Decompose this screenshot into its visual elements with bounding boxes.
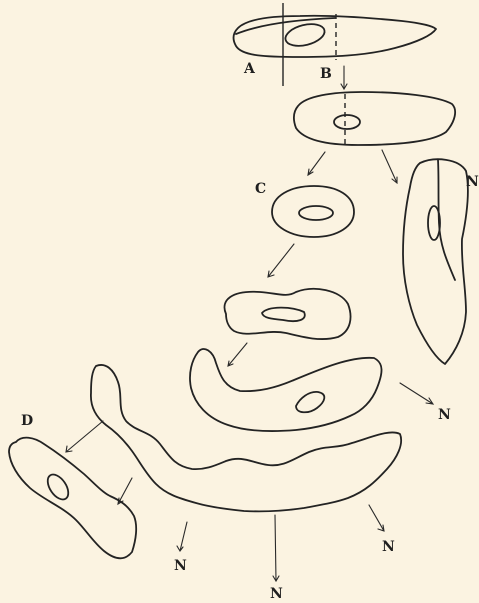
stage-c-fragment <box>272 186 354 237</box>
wavy-stage <box>91 365 401 511</box>
curved-stage-pharynx <box>296 392 324 412</box>
arrow-bottom-mid <box>273 515 279 581</box>
original-body-outline <box>234 16 436 57</box>
arrow-fragment-to-n <box>382 150 397 183</box>
arrow-bottom-left <box>177 522 187 551</box>
middle-fragment <box>294 92 455 147</box>
arrow-bottom-right <box>369 505 384 531</box>
label-n-top: N <box>466 174 479 190</box>
label-n-left-bottom: N <box>174 558 187 574</box>
label-n-right-bottom: N <box>382 539 395 555</box>
middle-fragment-pharynx <box>334 115 360 129</box>
wavy-stage-outline <box>91 365 401 511</box>
curved-stage <box>190 349 382 431</box>
label-d: D <box>21 413 33 429</box>
d-fragment-outline <box>9 438 136 559</box>
arrow-fragment-to-c <box>308 152 325 175</box>
middle-fragment-outline <box>294 92 455 145</box>
stage-c-pharynx <box>299 206 333 220</box>
waisted-stage <box>224 289 350 339</box>
label-n-mid-bottom: N <box>270 586 283 602</box>
label-c: C <box>255 181 266 197</box>
original-body-pharynx <box>283 20 327 49</box>
waisted-stage-pharynx <box>262 308 305 322</box>
original-body <box>234 3 436 86</box>
regenerated-worm-right <box>403 159 468 364</box>
arrow-waisted-to-curved <box>228 343 247 366</box>
arrow-c-to-next <box>268 244 294 277</box>
regenerated-worm-right-outline <box>403 159 468 364</box>
label-n-right: N <box>438 407 451 423</box>
d-fragment <box>9 438 136 559</box>
waisted-stage-outline <box>224 289 350 339</box>
arrow-wavy-to-d-lower <box>118 478 132 504</box>
d-fragment-pharynx <box>44 471 73 503</box>
label-a: A <box>243 61 256 77</box>
arrow-b-to-fragment <box>341 66 347 89</box>
stage-c-outline <box>272 186 354 237</box>
arrow-wavy-to-d <box>66 421 103 452</box>
arrow-curved-to-n <box>400 383 433 404</box>
curved-stage-outline <box>190 349 382 431</box>
label-b: B <box>320 66 332 82</box>
